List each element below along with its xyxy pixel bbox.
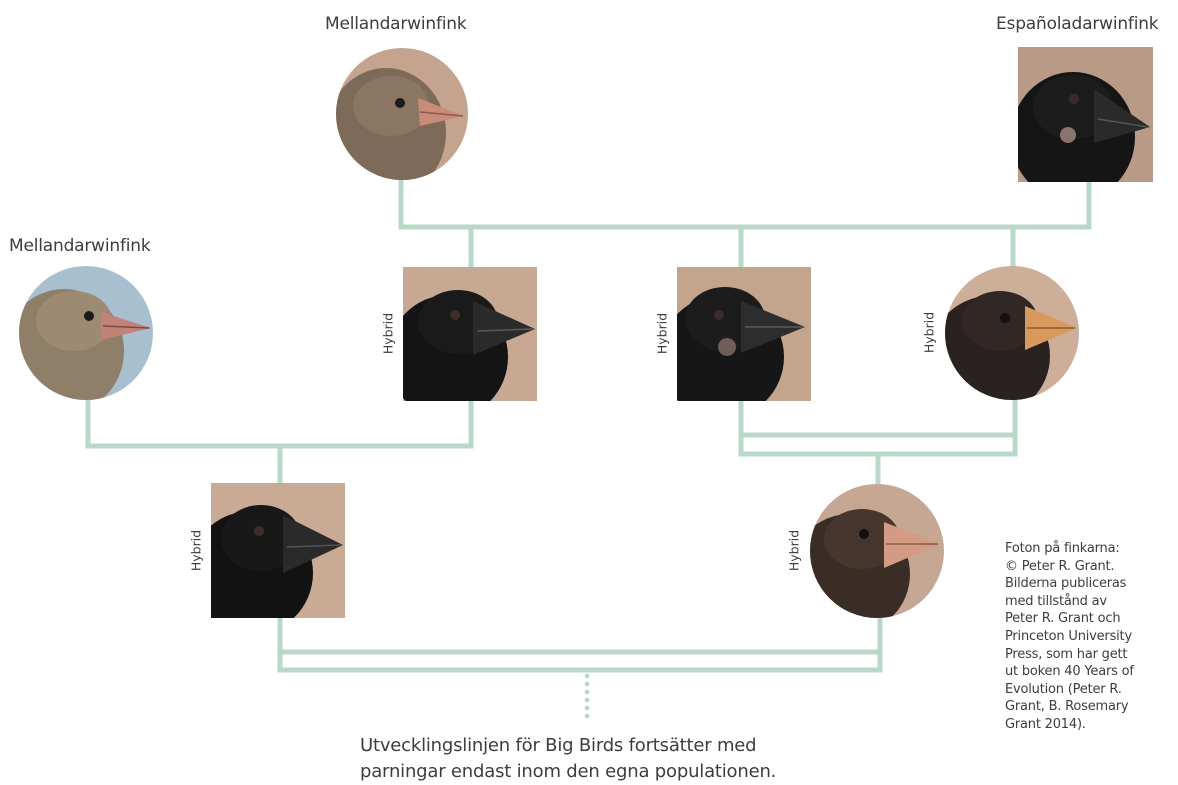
connector-bottom-inner [280,617,880,652]
hybrid-label-1: Hybrid [381,309,396,359]
credit-line: Grant 2014). [1005,716,1165,734]
finch-photo-hybrid-3 [945,266,1079,400]
finch-photo-parent-top-right [1018,47,1153,182]
hybrid-label-4: Hybrid [189,526,204,576]
credit-line: Foton på finkarna: [1005,540,1165,558]
caption-line-1: Utvecklingslinjen för Big Birds fortsätt… [360,733,776,759]
species-label-top-left: Mellandarwinfink [325,14,467,34]
finch-photo-hybrid-4 [211,483,345,618]
connector-left [88,398,471,446]
finch-photo-hybrid-5 [810,484,944,618]
caption: Utvecklingslinjen för Big Birds fortsätt… [360,733,776,785]
finch-photo-parent-top-left [336,48,468,180]
credit-line: Princeton University [1005,628,1165,646]
credit-line: Press, som har gett [1005,646,1165,664]
caption-line-2: parningar endast inom den egna populatio… [360,759,776,785]
finch-photo-parent-left [19,266,153,400]
hybrid-label-5: Hybrid [787,526,802,576]
connector-right-inner [741,400,1015,435]
hybrid-label-3: Hybrid [922,308,937,358]
connector-right-outer [741,435,1015,454]
credit-line: Bilderna publiceras [1005,575,1165,593]
species-label-top-right: Españoladarwinfink [996,14,1158,34]
credit-line: Evolution (Peter R. [1005,681,1165,699]
hybrid-label-2: Hybrid [655,309,670,359]
continuation-dots [585,674,590,719]
credit-line: med tillstånd av [1005,593,1165,611]
finch-photo-hybrid-1 [403,267,537,401]
credit-line: Grant, B. Rosemary [1005,698,1165,716]
connector-bottom-outer [280,652,880,670]
credit-line: © Peter R. Grant. [1005,558,1165,576]
credit-line: ut boken 40 Years of [1005,663,1165,681]
finch-photo-hybrid-2 [677,267,811,401]
species-label-left: Mellandarwinfink [9,236,151,256]
photo-credit: Foton på finkarna: © Peter R. Grant. Bil… [1005,540,1165,734]
connector-top [401,178,1089,227]
credit-line: Peter R. Grant och [1005,610,1165,628]
